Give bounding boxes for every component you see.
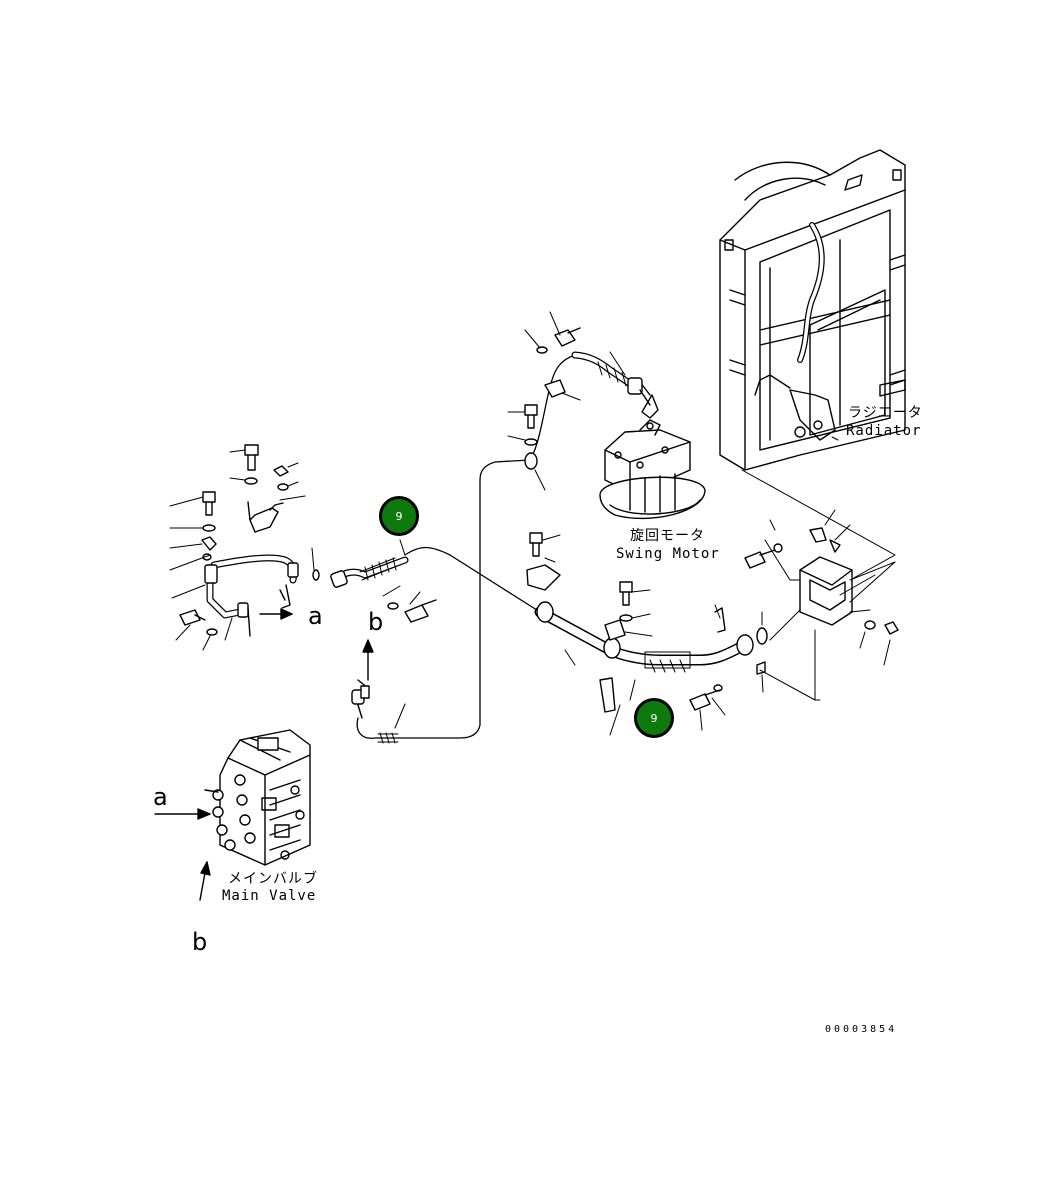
connector-a-left: a bbox=[153, 783, 168, 811]
connector-b-upper: b bbox=[368, 608, 384, 636]
connector-a-right: a bbox=[308, 602, 323, 630]
center-hose-assembly bbox=[330, 459, 541, 744]
radiator-leader-lines bbox=[741, 436, 896, 581]
main-valve-arrows bbox=[154, 808, 211, 901]
radiator-label-en: Radiator bbox=[846, 423, 922, 439]
callout-marker-upper[interactable]: 9 bbox=[379, 496, 419, 536]
connector-b-lower: b bbox=[192, 928, 208, 956]
main-valve-illustration bbox=[204, 729, 311, 866]
radiator-illustration bbox=[719, 149, 906, 471]
upper-clamps bbox=[507, 311, 651, 491]
right-pipe-assembly bbox=[526, 532, 768, 736]
mounting-bracket bbox=[744, 509, 899, 701]
drawing-code: 00003854 bbox=[825, 1024, 898, 1035]
main-valve-label-jp: メインバルブ bbox=[228, 871, 318, 887]
main-valve-label-en: Main Valve bbox=[222, 888, 317, 904]
left-hose-assembly bbox=[169, 444, 320, 651]
swing-motor-label-jp: 旋回モータ bbox=[630, 528, 705, 544]
swing-motor-label-en: Swing Motor bbox=[616, 546, 720, 562]
radiator-label-jp: ラジエータ bbox=[848, 405, 923, 421]
callout-marker-lower[interactable]: 9 bbox=[634, 698, 674, 738]
swing-motor-illustration bbox=[599, 381, 706, 520]
